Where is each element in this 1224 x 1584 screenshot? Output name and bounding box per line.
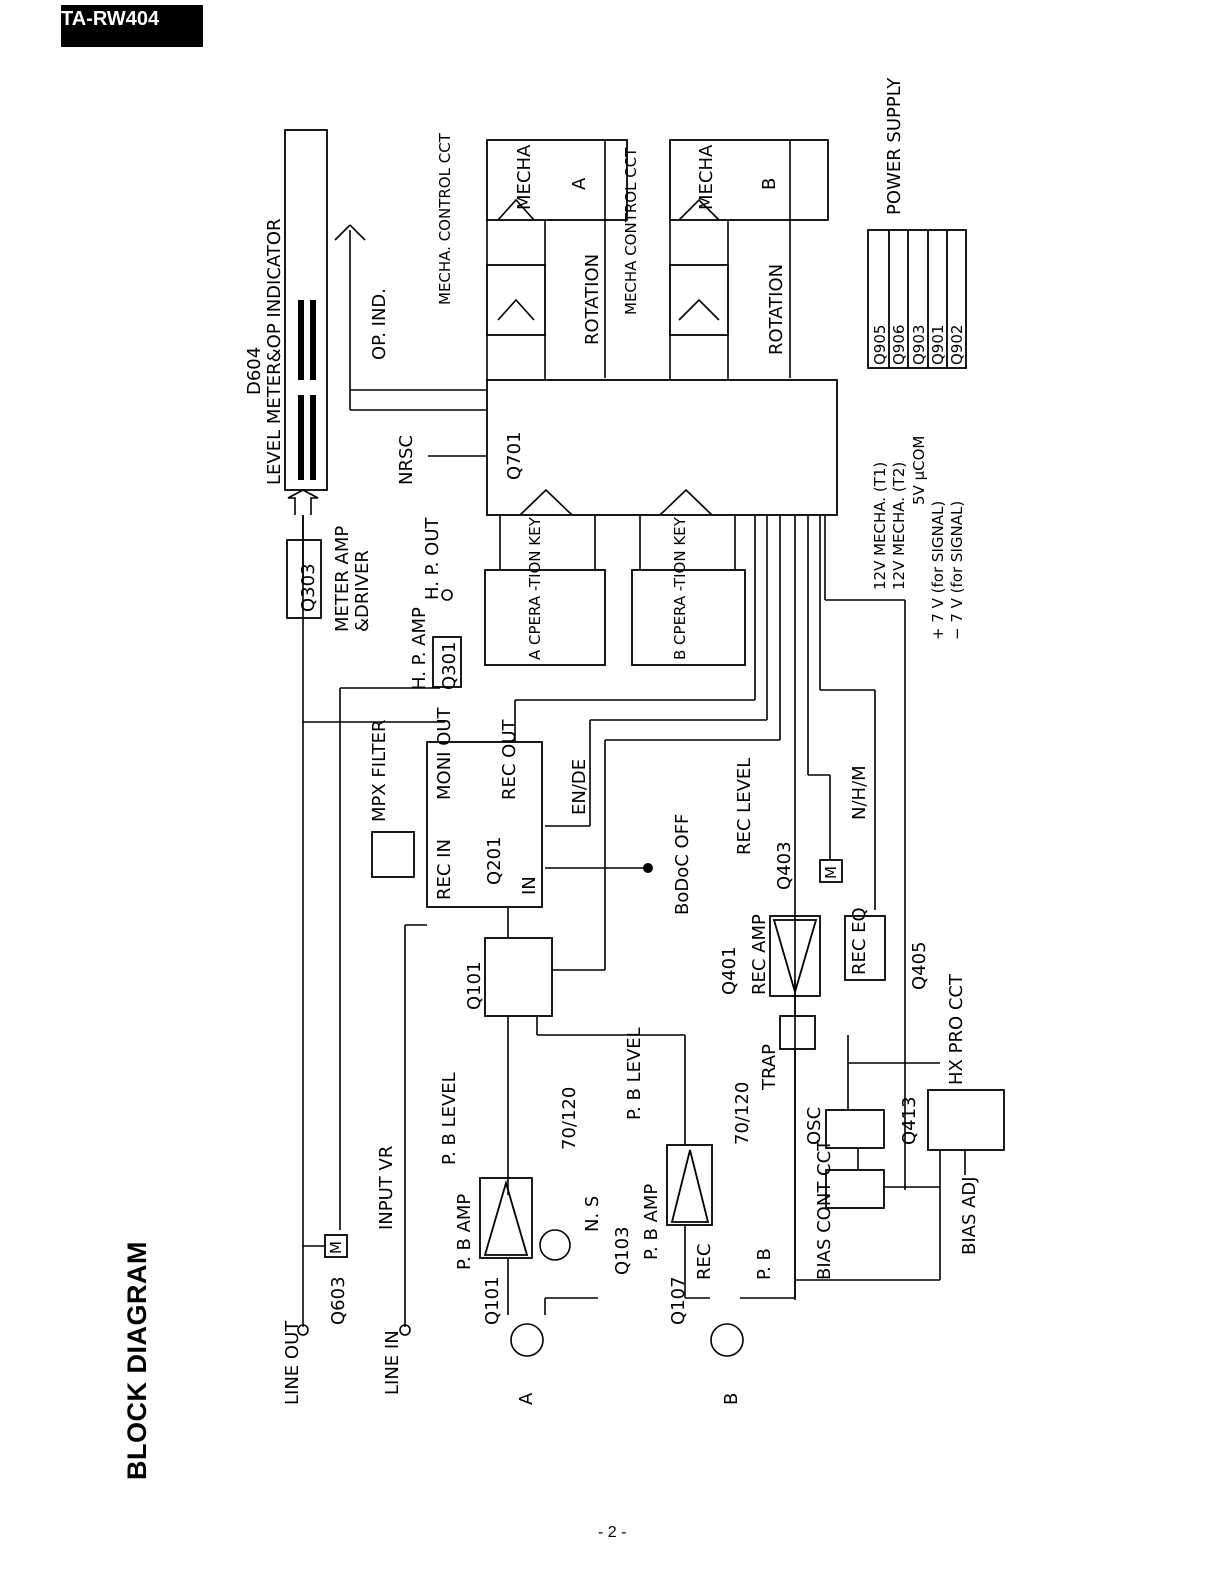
pb-switch-label: P. B <box>754 1248 775 1280</box>
osc-label: OSC <box>804 1107 825 1145</box>
labels: LINE OUT LINE IN Q603 INPUT VR METER AMP… <box>244 77 980 1405</box>
hp-out-label: H. P. OUT <box>422 517 443 600</box>
bias-cont-label: BIAS CONT CCT <box>814 1139 835 1280</box>
blocks <box>284 129 1005 1259</box>
hp-amp-label: H. P. AMP <box>409 607 430 690</box>
q301-label: Q301 <box>439 641 460 690</box>
rec-amp-label: REC AMP <box>749 914 770 995</box>
supply-desc-1: 12V MECHA. (T2) <box>890 462 908 590</box>
q405-label: Q405 <box>909 941 930 990</box>
d604-label: D604 <box>244 347 265 395</box>
meter-amp-label: METER AMP <box>332 526 353 632</box>
m-label-2: M <box>822 866 840 879</box>
supply-q-3: Q901 <box>929 325 947 365</box>
mecha-control-a-label: MECHA. CONTROL CCT <box>436 132 454 305</box>
pb-amp-b-label: P. B AMP <box>641 1184 662 1260</box>
q303-label: Q303 <box>298 563 319 612</box>
q603-label: Q603 <box>328 1276 349 1325</box>
en-de-label: EN/DE <box>569 759 590 815</box>
bias-adj-label: BIAS ADJ <box>959 1176 980 1255</box>
eq-b-label: 70/120 <box>732 1082 753 1145</box>
supply-desc-2: 5V µCOM <box>910 436 928 505</box>
q401-label: Q401 <box>719 946 740 995</box>
level-meter-label: LEVEL METER&OP INDICATOR <box>264 219 285 486</box>
nhm-label: N/H/M <box>849 765 870 820</box>
ns-label: N. S <box>582 1196 603 1232</box>
line-in-label: LINE IN <box>382 1330 403 1395</box>
supply-desc-3: + 7 V (for SIGNAL) <box>929 501 947 640</box>
q101-label: Q101 <box>482 1276 503 1325</box>
tape-heads <box>297 589 744 1357</box>
rotation-a-label: ROTATION <box>582 254 603 345</box>
mpx-filter-label: MPX FILTER <box>369 719 390 822</box>
eq-a-label: 70/120 <box>559 1087 580 1150</box>
model-tag: TA-RW404 <box>61 5 203 47</box>
mecha-control-b-label: MECHA CONTROL CCT <box>622 147 640 315</box>
trap-label: TRAP <box>759 1044 780 1091</box>
head-b-label: B <box>721 1393 742 1405</box>
power-supply-label: POWER SUPPLY <box>884 77 905 215</box>
q701-label: Q701 <box>504 431 525 480</box>
supply-desc-4: − 7 V (for SIGNAL) <box>948 501 966 640</box>
rec-level-label: REC LEVEL <box>734 758 755 855</box>
wiring <box>287 140 966 1327</box>
mecha-b-letter: B <box>759 178 780 190</box>
op-ind-label: OP. IND. <box>369 288 390 360</box>
supply-q-0: Q905 <box>871 325 889 365</box>
amp-triangles <box>483 919 818 1256</box>
line-out-label: LINE OUT <box>282 1320 303 1405</box>
supply-q-1: Q906 <box>890 325 908 365</box>
q413-label: Q413 <box>899 1096 920 1145</box>
m-label-1: M <box>327 1241 345 1254</box>
q403-label: Q403 <box>774 841 795 890</box>
nrsc-label: NRSC <box>396 435 417 485</box>
q101-switch-label: Q101 <box>464 961 485 1010</box>
supply-q-2: Q903 <box>910 325 928 365</box>
in-label: IN <box>519 876 540 895</box>
q201-label: Q201 <box>484 836 505 885</box>
dolby-label: BoDoC OFF <box>672 814 693 915</box>
mecha-a-letter: A <box>569 177 590 190</box>
b-operation-key-label: B CPERA -TION KEY <box>671 516 689 660</box>
mecha-a-title: MECHA <box>514 144 535 210</box>
supply-q-4: Q902 <box>948 325 966 365</box>
pb-level-a-label: P. B LEVEL <box>439 1072 460 1165</box>
rec-out-label: REC OUT <box>499 718 520 800</box>
rotation-b-label: ROTATION <box>766 264 787 355</box>
rec-eq-label: REC EQ <box>849 907 870 975</box>
mecha-b-title: MECHA <box>696 144 717 210</box>
supply-desc-0: 12V MECHA. (T1) <box>871 462 889 590</box>
driver-label: &DRIVER <box>352 550 373 632</box>
rec-in-label: REC IN <box>434 839 455 900</box>
rec-switch-label: REC <box>694 1244 715 1280</box>
pb-level-b-label: P. B LEVEL <box>624 1027 645 1120</box>
pb-amp-a-label: P. B AMP <box>454 1194 475 1270</box>
input-vr-label: INPUT VR <box>376 1146 397 1230</box>
q103-label: Q103 <box>612 1226 633 1275</box>
hx-pro-label: HX PRO CCT <box>946 973 967 1085</box>
meter-segments <box>298 300 653 873</box>
head-a-label: A <box>516 1392 537 1405</box>
moni-out-label: MONI OUT <box>434 706 455 800</box>
page-number: - 2 - <box>598 1524 627 1541</box>
a-operation-key-label: A CPERA -TION KEY <box>526 516 544 660</box>
q107-label: Q107 <box>668 1276 689 1325</box>
